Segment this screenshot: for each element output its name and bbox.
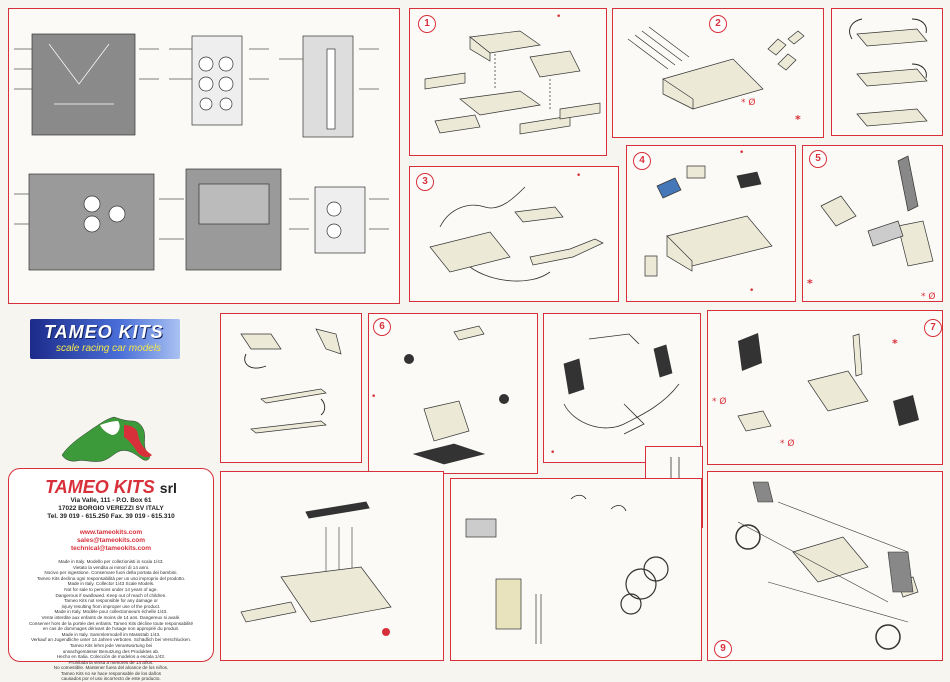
- wheel-hub-icon: [465, 494, 669, 644]
- rotate-arrow-icon: [849, 18, 928, 127]
- photo-etch-sheet-icon: [14, 33, 389, 271]
- legal-line: Vietato la vendita ai minori di 14 anni.: [72, 564, 150, 570]
- step-1-panel: 1 •: [409, 8, 607, 156]
- marker-dot: •: [556, 12, 562, 22]
- company-brand: TAMEO KITS: [45, 477, 155, 497]
- star-mark: *: [795, 113, 801, 126]
- legal-notices: Made in Italy. Modello per collezionisti…: [9, 559, 213, 682]
- legal-line: Made in Italy. Collector 1/43 Scale Mode…: [67, 581, 155, 587]
- logo-tagline: scale racing car models: [56, 343, 162, 354]
- legal-line: Conserver hors de la portée des enfants.…: [28, 620, 194, 626]
- legal-line: Made in Italy. Modello per collezionisti…: [58, 559, 164, 564]
- legal-line: Dangerous if swallowed. Keep out of reac…: [55, 592, 167, 598]
- legal-line: causados por el uso incorrecto de este p…: [61, 676, 161, 682]
- legal-line: Not for sale to persons under 14 years o…: [64, 586, 158, 592]
- engine-block-icon: [644, 165, 773, 277]
- step-3-panel: 3 •: [409, 166, 619, 302]
- suspension-arm-icon: [563, 333, 680, 435]
- company-info-box: TAMEO KITS srl Via Valle, 111 - P.O. Box…: [8, 468, 214, 681]
- star-mark: *: [807, 277, 813, 290]
- legal-line: Verkauf an Jugendliche unter 14 Jahren v…: [30, 637, 192, 643]
- step-flip-panel: [831, 8, 943, 136]
- step-6-panel: 6 •: [368, 313, 538, 474]
- cut-mark: * Ø: [712, 397, 727, 407]
- step-number: 5: [809, 150, 827, 168]
- cut-mark: * Ø: [741, 98, 756, 108]
- step-arms-panel: [220, 313, 362, 463]
- technical-email-link[interactable]: technical@tameokits.com: [70, 545, 152, 552]
- step-9-panel: 9: [707, 471, 943, 661]
- legal-line: Prohibida la venta a menores de 14 años.: [68, 659, 154, 665]
- sales-email-link[interactable]: sales@tameokits.com: [76, 537, 146, 544]
- legal-line: unsachgemässer Benutzung des Produktes a…: [62, 648, 160, 654]
- step-5-panel: 5 * * Ø: [802, 145, 943, 302]
- marker-dot: •: [576, 171, 582, 181]
- website-link[interactable]: www.tameokits.com: [79, 529, 143, 536]
- cut-mark: * Ø: [780, 439, 795, 449]
- step-number: 9: [714, 640, 732, 658]
- suspension-arm-icon: [240, 328, 342, 434]
- italy-map-icon: [61, 416, 152, 462]
- engine-block-icon: [735, 481, 919, 650]
- address-line-2: 17022 BORGIO VEREZZI SV ITALY: [58, 505, 164, 512]
- step-number: 3: [416, 173, 434, 191]
- step-wiring-panel: •: [543, 313, 701, 463]
- step-8-panel: [220, 471, 444, 661]
- engine-block-icon: [429, 186, 604, 282]
- tameo-logo: TAMEO KITS scale racing car models: [30, 319, 180, 359]
- company-suffix: srl: [159, 480, 177, 496]
- engine-block-icon: [404, 325, 509, 465]
- step-number: 6: [373, 318, 391, 336]
- cut-mark: * Ø: [921, 292, 936, 302]
- step-4-panel: 4 • •: [626, 145, 796, 302]
- step-7-panel: 7 * * Ø * Ø: [707, 310, 943, 465]
- legal-line: Vente interdite aux enfants de moins de …: [41, 614, 181, 620]
- legal-line: en cas de dommages dérivant de l'usage n…: [42, 626, 180, 632]
- phone-line: Tel. 39 019 - 615.250 Fax. 39 019 - 615.…: [47, 513, 175, 520]
- step-number: 2: [709, 15, 727, 33]
- legal-line: injury resulting from improper use of th…: [61, 603, 161, 609]
- legal-line: Hecho en Italia. Colección de modelos a …: [56, 654, 166, 660]
- star-mark: *: [892, 337, 898, 350]
- engine-block-icon: [737, 333, 919, 432]
- legal-line: Tameo Kits declina ogni responsabilità p…: [36, 575, 186, 581]
- step-wheels-panel: [450, 478, 702, 661]
- engine-block-icon: [627, 26, 805, 110]
- marker-dot: •: [371, 392, 377, 402]
- legal-line: Nocivo per ingestione. Conservare fuori …: [44, 570, 178, 576]
- address-line-1: Via Valle, 111 - P.O. Box 61: [70, 497, 152, 504]
- logo-name: TAMEO KITS: [44, 322, 164, 342]
- engine-block-icon: [424, 30, 601, 135]
- legal-line: Tameo Kits not responsible for any damag…: [64, 598, 158, 604]
- legal-line: Tameo Kits lehnt jede Verantwortung bei: [69, 642, 153, 648]
- parts-sheets-panel: [8, 8, 400, 304]
- marker-dot: •: [739, 148, 745, 158]
- step-number: 4: [633, 152, 651, 170]
- step-number: 1: [418, 15, 436, 33]
- step-number: 7: [924, 319, 942, 337]
- suspension-arm-icon: [820, 155, 934, 267]
- company-name: TAMEO KITS srl: [9, 477, 213, 498]
- legal-line: Made in Italy. Sammlermodell im Massstab…: [61, 631, 161, 637]
- engine-block-icon: [240, 501, 392, 636]
- marker-dot: •: [550, 448, 556, 458]
- marker-dot: •: [749, 286, 755, 296]
- legal-line: Made in Italy. Modèle pour collectionneu…: [54, 609, 168, 615]
- step-2-panel: 2 * Ø *: [612, 8, 824, 138]
